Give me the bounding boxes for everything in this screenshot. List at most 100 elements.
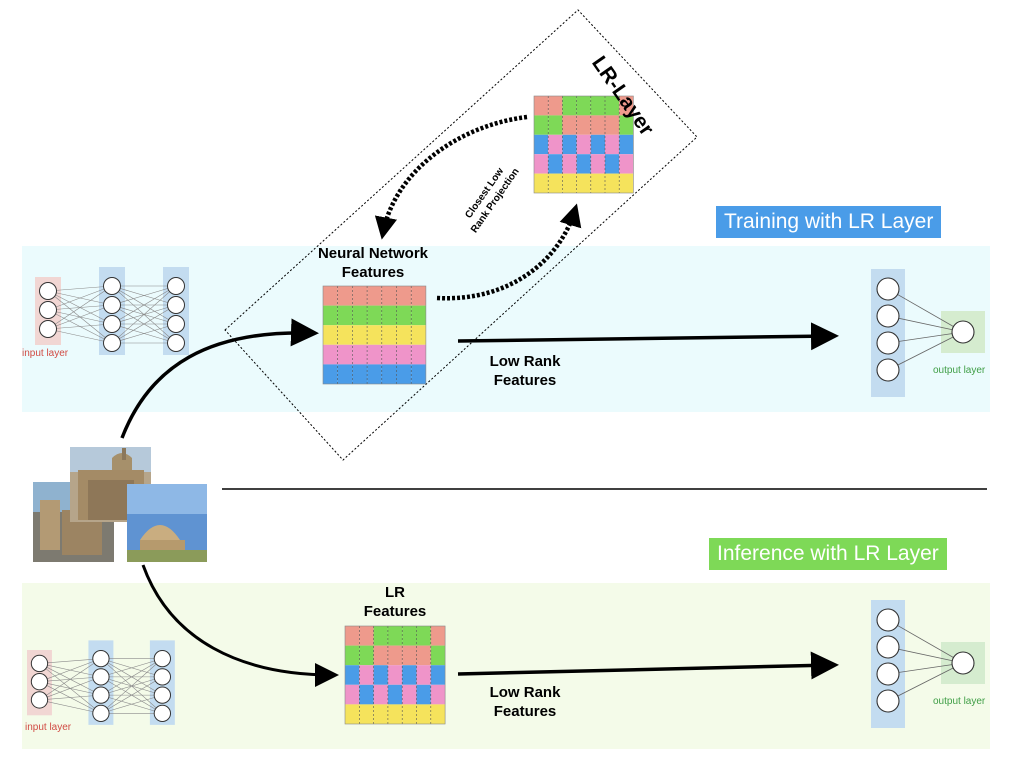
matrix-cell bbox=[534, 96, 549, 116]
oxford-photo-collage bbox=[33, 447, 207, 562]
edge bbox=[100, 676, 163, 714]
neuron bbox=[876, 304, 900, 328]
edge bbox=[39, 676, 102, 701]
matrix-cell bbox=[359, 626, 374, 646]
neuron bbox=[167, 296, 185, 314]
matrix-cell bbox=[430, 684, 446, 705]
infer-input-layer-label: input layer bbox=[25, 722, 72, 733]
edge bbox=[887, 315, 964, 333]
edge bbox=[39, 694, 101, 701]
matrix-cell bbox=[337, 344, 353, 365]
matrix-cell bbox=[367, 305, 382, 326]
neuron bbox=[876, 635, 900, 659]
neuron bbox=[167, 277, 185, 295]
matrix-cell bbox=[373, 626, 388, 646]
matrix-cell bbox=[323, 325, 338, 345]
neuron bbox=[30, 654, 49, 673]
matrix-cell bbox=[576, 154, 591, 174]
edge bbox=[47, 285, 113, 311]
matrix-cell bbox=[576, 173, 591, 193]
matrix-cell bbox=[411, 364, 426, 384]
edge bbox=[111, 285, 177, 344]
matrix-cell bbox=[548, 115, 563, 135]
matrix-cell bbox=[352, 364, 368, 384]
matrix-cell bbox=[619, 173, 634, 193]
matrix-cell bbox=[411, 286, 426, 306]
matrix-cell bbox=[548, 134, 563, 155]
matrix-cell bbox=[359, 684, 374, 705]
matrix-cell bbox=[352, 305, 368, 326]
matrix-cell bbox=[323, 286, 338, 306]
matrix-cell bbox=[337, 325, 353, 345]
matrix-cell bbox=[323, 305, 338, 326]
matrix-cell bbox=[590, 134, 605, 155]
edge bbox=[111, 285, 177, 325]
matrix-cell bbox=[367, 364, 382, 384]
edge bbox=[47, 285, 113, 330]
matrix-cell bbox=[411, 344, 426, 365]
matrix-cell bbox=[562, 154, 577, 174]
lr-features-title: LR Features bbox=[363, 584, 427, 620]
matrix-cell bbox=[345, 704, 360, 724]
matrix-cell bbox=[590, 173, 605, 193]
inference-badge: Inference with LR Layer bbox=[709, 538, 947, 570]
neuron bbox=[153, 704, 172, 723]
matrix-cell bbox=[562, 173, 577, 193]
projection-arrow-down bbox=[374, 114, 528, 240]
neuron bbox=[92, 686, 110, 704]
matrix-cell bbox=[381, 286, 397, 306]
matrix-cell bbox=[534, 115, 549, 135]
matrix-cell bbox=[373, 645, 388, 666]
matrix-cell bbox=[359, 704, 374, 724]
arrow-image-to-lr-features bbox=[141, 564, 339, 687]
edge bbox=[111, 323, 177, 344]
neuron bbox=[153, 686, 172, 704]
matrix-cell bbox=[416, 665, 431, 685]
edge bbox=[39, 658, 101, 664]
matrix-cell bbox=[416, 684, 431, 705]
edge bbox=[39, 658, 102, 701]
lr-features-matrix bbox=[344, 625, 446, 725]
matrix-cell bbox=[402, 645, 417, 666]
matrix-cell bbox=[619, 154, 634, 174]
arrow-image-to-nn-features bbox=[120, 318, 319, 439]
lr-layer-matrix bbox=[533, 95, 634, 194]
matrix-cell bbox=[619, 115, 634, 135]
matrix-cell bbox=[323, 344, 338, 365]
matrix-cell bbox=[605, 96, 620, 116]
edge bbox=[100, 694, 163, 714]
output-neuron bbox=[951, 320, 975, 344]
matrix-cell bbox=[619, 96, 634, 116]
matrix-cell bbox=[345, 665, 360, 685]
matrix-cell bbox=[605, 154, 620, 174]
edge bbox=[47, 323, 113, 330]
edge bbox=[100, 658, 163, 714]
matrix-cell bbox=[416, 645, 431, 666]
matrix-cell bbox=[352, 325, 368, 345]
matrix-cell bbox=[373, 704, 388, 724]
matrix-cell bbox=[396, 325, 412, 345]
matrix-cell bbox=[534, 154, 549, 174]
edge bbox=[111, 285, 177, 306]
matrix-cell bbox=[367, 344, 382, 365]
train-output-network-icon bbox=[871, 269, 985, 397]
matrix-cell bbox=[381, 305, 397, 326]
arrow-infer-to-output bbox=[457, 651, 839, 680]
training-badge: Training with LR Layer bbox=[716, 206, 942, 238]
edge bbox=[887, 331, 964, 344]
edge bbox=[887, 619, 964, 664]
matrix-cell bbox=[345, 626, 360, 646]
matrix-cell bbox=[430, 626, 446, 646]
neuron bbox=[153, 649, 172, 668]
edge bbox=[47, 285, 113, 292]
matrix-cell bbox=[387, 626, 403, 646]
output-neuron bbox=[951, 651, 975, 675]
matrix-cell bbox=[367, 325, 382, 345]
infer-input-network-icon bbox=[27, 640, 175, 725]
neuron bbox=[92, 704, 110, 723]
edge bbox=[39, 699, 101, 714]
matrix-cell bbox=[416, 704, 431, 724]
matrix-cell bbox=[576, 96, 591, 116]
lr-layer-box bbox=[224, 9, 698, 461]
neuron bbox=[876, 608, 900, 632]
